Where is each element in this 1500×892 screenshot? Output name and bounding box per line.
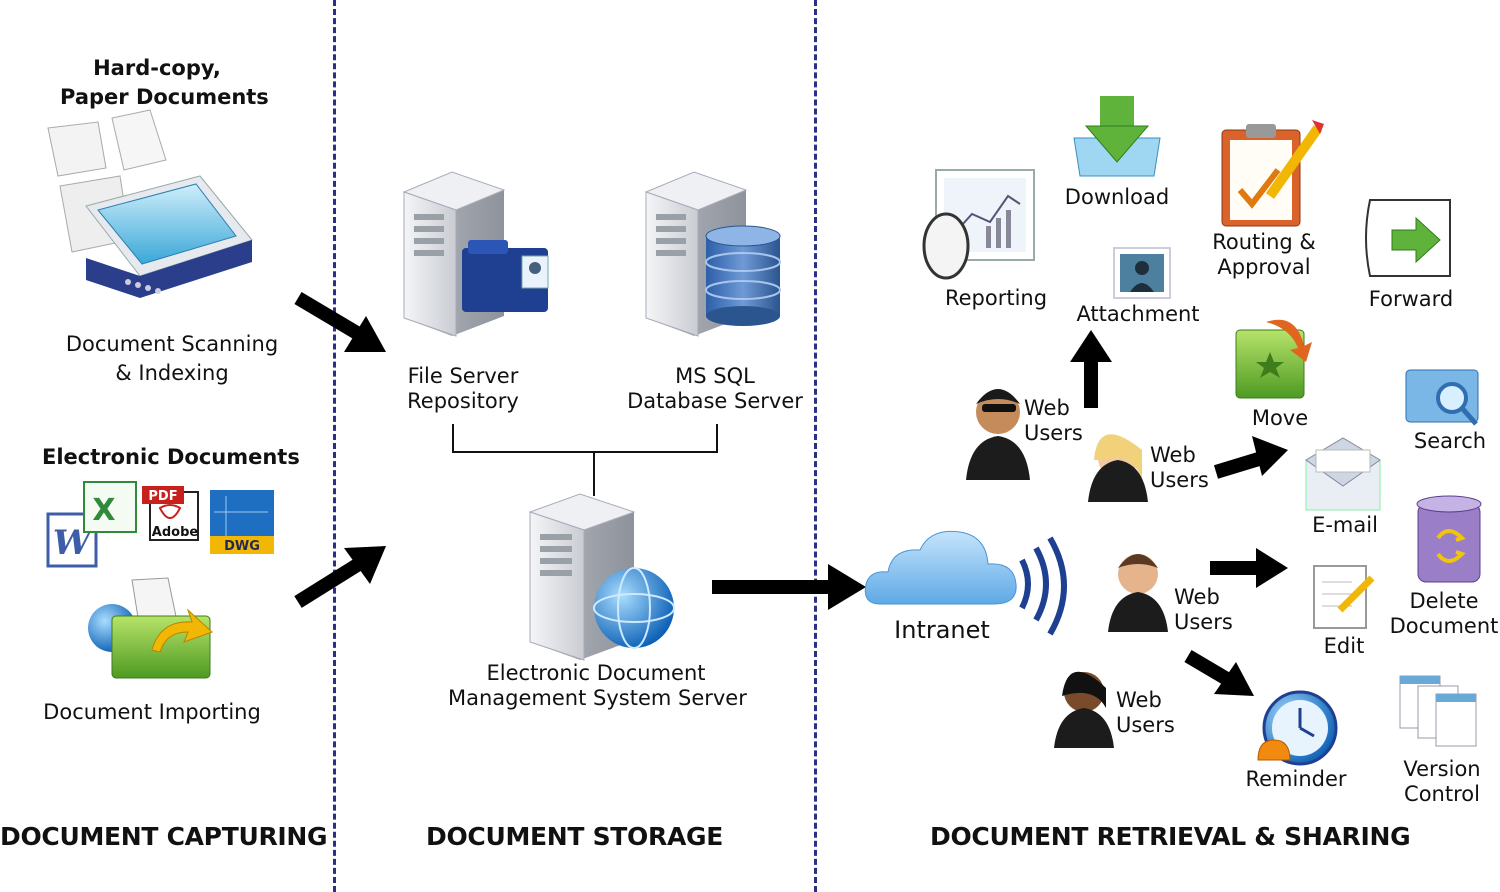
- server-connector: [452, 424, 718, 453]
- intranet-cloud-icon: [864, 530, 1067, 636]
- reporting-label: Reporting: [944, 286, 1048, 310]
- web-users-label-3: Web Users: [1174, 585, 1234, 635]
- forward-label: Forward: [1368, 287, 1454, 311]
- forward-icon: [1365, 199, 1451, 277]
- download-label: Download: [1064, 185, 1170, 209]
- sql-server-line2: Database Server: [627, 389, 803, 413]
- web-user-avatar-4: [1054, 671, 1114, 748]
- search-icon: [1405, 369, 1479, 426]
- paper-documents-title: Hard-copy, Paper Documents: [60, 54, 269, 112]
- search-label: Search: [1413, 429, 1487, 453]
- download-icon: [1073, 96, 1161, 177]
- web-users-label-1: Web Users: [1024, 396, 1084, 446]
- document-importing-icon: [88, 577, 213, 679]
- routing-line1: Routing &: [1212, 230, 1316, 254]
- svg-text:DWG: DWG: [224, 539, 260, 554]
- file-server-label: File Server Repository: [388, 364, 538, 414]
- intranet-label: Intranet: [894, 616, 990, 644]
- move-icon: [1235, 319, 1312, 399]
- file-server-icon: [402, 171, 549, 337]
- document-scanning-label: Document Scanning & Indexing: [60, 330, 284, 388]
- web-users-3-line2: Users: [1174, 610, 1233, 634]
- divider-storage-retrieval: [814, 0, 817, 892]
- version-line2: Control: [1404, 782, 1480, 806]
- web-users-1-line1: Web: [1024, 396, 1070, 420]
- web-users-1-line2: Users: [1024, 421, 1083, 445]
- document-importing-label: Document Importing: [43, 700, 261, 724]
- arrow-to-attachment: [1070, 330, 1112, 408]
- attachment-label: Attachment: [1076, 302, 1200, 326]
- version-control-label: Version Control: [1392, 757, 1492, 807]
- web-user-avatar-3: [1108, 554, 1168, 632]
- edms-server-line2: Management System Server: [448, 686, 747, 710]
- file-server-line1: File Server: [407, 364, 519, 388]
- paper-title-line2: Paper Documents: [60, 85, 269, 109]
- scanning-line1: Document Scanning: [65, 332, 279, 356]
- web-users-4-line2: Users: [1116, 713, 1175, 737]
- arrow-to-move: [1213, 436, 1288, 479]
- pdf-file-icon: PDF Adobe: [142, 486, 199, 541]
- reminder-icon: [1257, 690, 1338, 766]
- excel-file-icon: X: [83, 481, 137, 533]
- delete-document-icon: [1416, 495, 1482, 583]
- section-title-storage: DOCUMENT STORAGE: [426, 822, 723, 851]
- web-user-avatar-1: [966, 389, 1030, 480]
- delete-line2: Document: [1389, 614, 1499, 638]
- web-users-2-line2: Users: [1150, 468, 1209, 492]
- arrow-to-email-edit: [1210, 548, 1288, 588]
- routing-line2: Approval: [1217, 255, 1311, 279]
- web-users-label-4: Web Users: [1116, 688, 1176, 738]
- section-title-retrieval: DOCUMENT RETRIEVAL & SHARING: [930, 822, 1411, 851]
- database-server-icon: [644, 171, 781, 337]
- arrow-scan-to-storage: [294, 291, 386, 352]
- sql-server-line1: MS SQL: [675, 364, 755, 388]
- move-label: Move: [1251, 406, 1309, 430]
- file-server-line2: Repository: [407, 389, 519, 413]
- edms-server-label: Electronic Document Management System Se…: [448, 661, 747, 711]
- arrow-storage-to-intranet: [712, 564, 866, 610]
- delete-line1: Delete: [1409, 589, 1479, 613]
- edit-label: Edit: [1323, 634, 1365, 658]
- arrow-import-to-storage: [294, 546, 386, 608]
- version-line1: Version: [1403, 757, 1481, 781]
- web-users-4-line1: Web: [1116, 688, 1162, 712]
- email-label: E-mail: [1312, 513, 1378, 537]
- svg-text:PDF: PDF: [148, 489, 177, 504]
- web-users-label-2: Web Users: [1150, 443, 1210, 493]
- electronic-documents-title: Electronic Documents: [42, 445, 300, 469]
- scanning-line2: & Indexing: [115, 361, 229, 385]
- web-users-3-line1: Web: [1174, 585, 1220, 609]
- word-file-icon: W: [46, 512, 98, 568]
- dwg-file-icon: DWG: [210, 490, 274, 554]
- divider-capture-storage: [333, 0, 336, 892]
- paper-title-line1: Hard-copy,: [93, 56, 221, 80]
- scanner-icon: [47, 109, 253, 298]
- edms-server-icon: [528, 493, 675, 661]
- edms-server-line1: Electronic Document: [486, 661, 706, 685]
- sql-server-label: MS SQL Database Server: [626, 364, 804, 414]
- web-user-avatar-2: [1088, 434, 1148, 502]
- arrow-to-reminder: [1184, 649, 1254, 696]
- routing-approval-label: Routing & Approval: [1208, 230, 1320, 280]
- edit-icon: [1313, 565, 1375, 629]
- section-title-capturing: DOCUMENT CAPTURING: [0, 822, 328, 851]
- version-control-icon: [1399, 675, 1477, 747]
- attachment-icon: [1113, 247, 1171, 299]
- reporting-icon: [922, 169, 1035, 280]
- svg-text:Adobe: Adobe: [152, 525, 199, 540]
- reminder-label: Reminder: [1245, 767, 1347, 791]
- email-icon: [1305, 437, 1381, 511]
- svg-text:X: X: [92, 493, 115, 528]
- delete-document-label: Delete Document: [1388, 589, 1500, 639]
- web-users-2-line1: Web: [1150, 443, 1196, 467]
- routing-approval-icon: [1221, 120, 1324, 227]
